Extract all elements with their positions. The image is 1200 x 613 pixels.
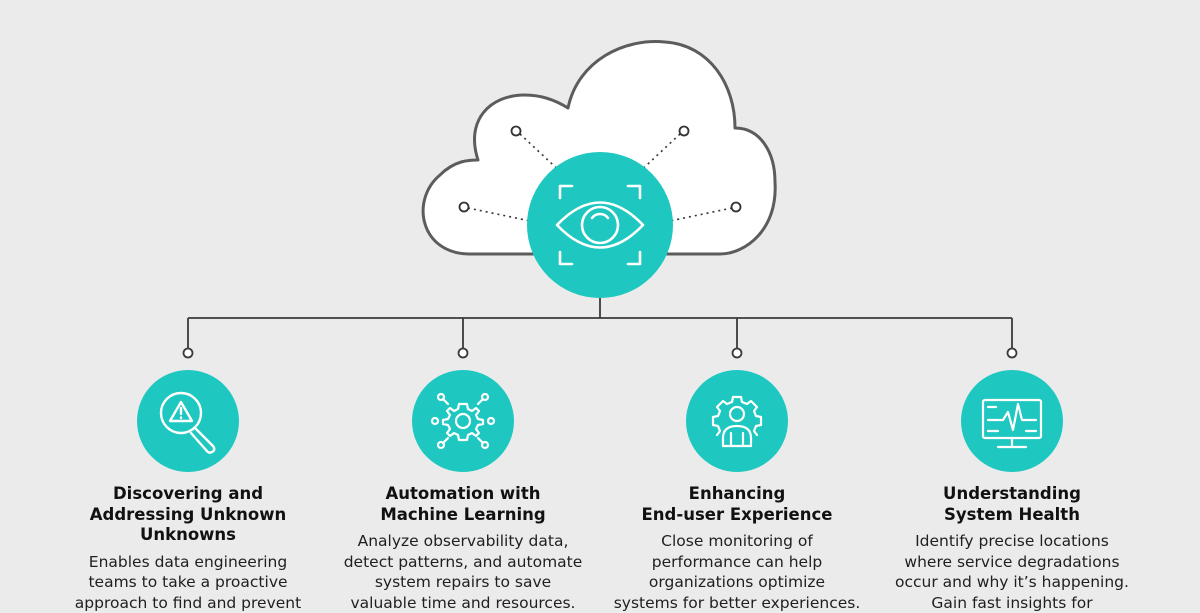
- pillar-title: Understanding System Health: [877, 484, 1147, 525]
- center-circle: [527, 152, 673, 298]
- pillar-card-1: Discovering and Addressing Unknown Unkno…: [53, 484, 323, 613]
- pillar-title: Enhancing End-user Experience: [602, 484, 872, 525]
- pillar-title: Automation with Machine Learning: [328, 484, 598, 525]
- pillar-title: Discovering and Addressing Unknown Unkno…: [53, 484, 323, 546]
- pillar-description: Identify precise locations where service…: [877, 531, 1147, 613]
- pillar-card-4: Understanding System Health Identify pre…: [877, 484, 1147, 613]
- pillar-description: Close monitoring of performance can help…: [602, 531, 872, 613]
- connector-tree: [188, 298, 1012, 349]
- pillar-circles: [137, 370, 1063, 472]
- connector-nodes: [184, 349, 1017, 358]
- pillar-description: Analyze observability data, detect patte…: [328, 531, 598, 613]
- pillar-description: Enables data engineering teams to take a…: [53, 552, 323, 613]
- pillar-card-2: Automation with Machine Learning Analyze…: [328, 484, 598, 613]
- pillar-card-3: Enhancing End-user Experience Close moni…: [602, 484, 872, 613]
